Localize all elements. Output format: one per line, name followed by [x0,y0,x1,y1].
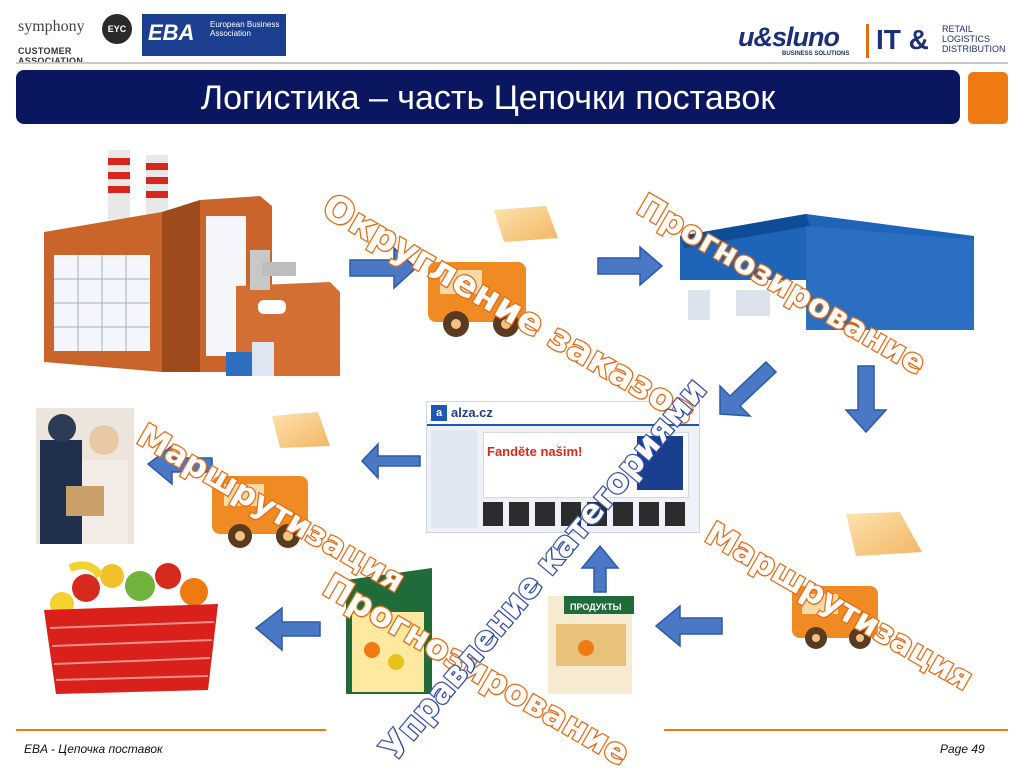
arrow-warehouse-to-store [719,360,778,417]
usluno-logo-brand: u&sluno [738,22,840,52]
header-divider [16,62,1008,64]
store-product-tiles [483,502,687,526]
arrow-factory-to-truck [349,246,418,290]
arrow-truck-to-shop [654,604,723,648]
footer-divider-left [16,729,326,731]
warehouse-icon [680,214,974,330]
logo-divider [866,24,869,58]
arrow-shop-to-basket [254,606,321,652]
symphony-logo-subtitle: CUSTOMER ASSOCIATION [18,46,84,66]
shop-sign: ПРОДУКТЫ [570,602,622,612]
footer-caption: EBA - Цепочка поставок [24,742,163,756]
eyc-logo-mark: EYC [102,14,132,44]
arrow-warehouse-down [844,365,888,434]
store-promo [637,436,683,490]
page-number-value: 49 [971,742,985,756]
usluno-logo: u&sluno BUSINESS SOLUTIONS IT & RETAIL L… [738,22,1010,62]
footer-divider-right [664,729,1008,731]
usluno-logo-divisions: RETAIL LOGISTICS DISTRIBUTION [942,24,1006,54]
factory-icon [44,150,340,376]
page-title: Логистика – часть Цепочки поставок [200,79,776,117]
page-label: Page [940,742,969,756]
eba-logo-mark: EBA [148,20,195,45]
arrow-truck-to-customers [146,444,213,486]
delivery-truck-icon [792,512,922,649]
store-headline: Fandĕte našim! [487,444,583,459]
customers-photo [36,408,134,544]
store-category-menu [431,430,477,528]
alza-logo-icon: a [431,405,447,421]
title-bar [16,70,960,124]
grocery-store-icon: ПРОДУКТЫ [346,568,634,694]
symphony-eyc-logo: symphony EYC CUSTOMER ASSOCIATION [14,8,132,66]
delivery-truck-icon [428,206,558,337]
store-header: a alza.cz [427,402,699,426]
arrow-shop-up [580,544,620,593]
symphony-logo-name: symphony [18,18,85,35]
arrow-truck-to-warehouse [597,245,664,287]
page-number: Page 49 [940,742,985,756]
eba-logo: EBA European Business Association [142,14,286,56]
delivery-truck-icon [212,412,330,548]
online-store-screenshot: a alza.cz Fandĕte našim! [426,401,700,533]
arrow-store-to-truck [360,442,421,480]
shopping-basket-icon [44,561,218,694]
title-accent-block [968,72,1008,124]
usluno-logo-it: IT & [876,24,929,55]
eba-logo-text: European Business Association [210,20,280,38]
store-site-name: alza.cz [451,405,493,420]
usluno-logo-tagline: BUSINESS SOLUTIONS [782,51,850,57]
